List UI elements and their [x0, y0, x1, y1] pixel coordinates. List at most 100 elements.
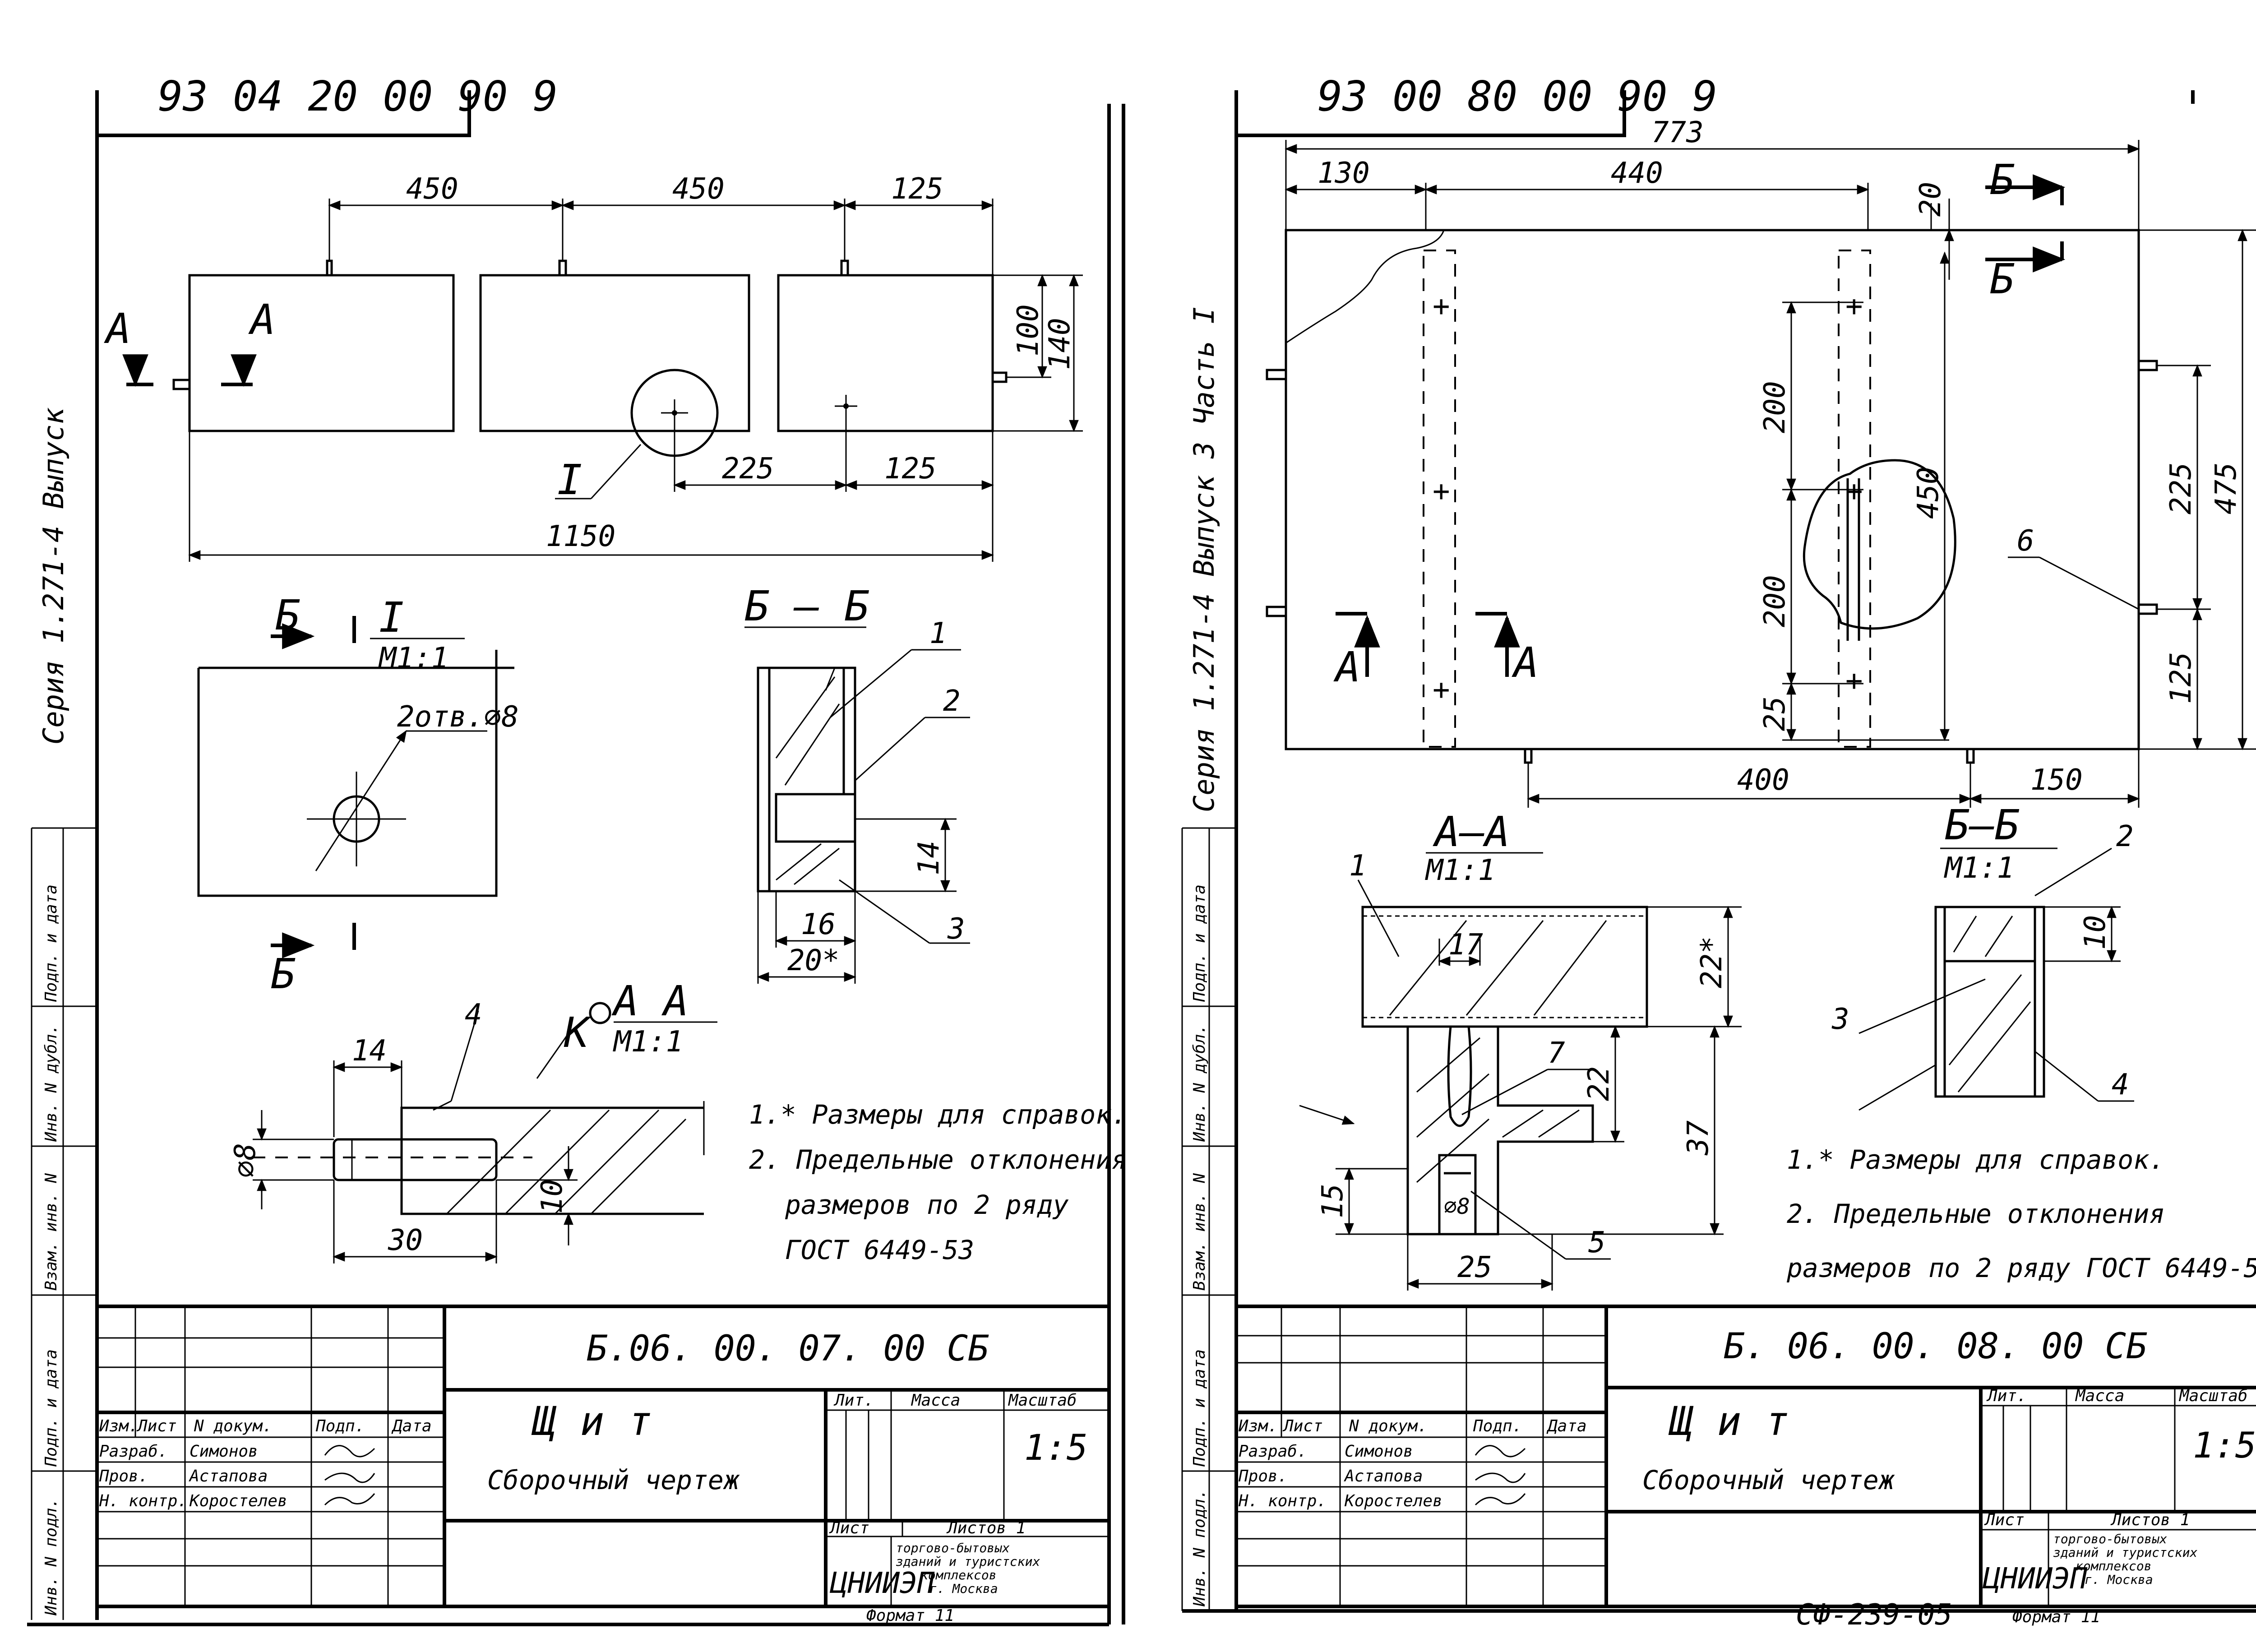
r-aa-dim-22star: 22* — [1695, 936, 1729, 988]
bb-callout-2: 2 — [943, 685, 961, 718]
tb-l-org-4: г. Москва — [929, 1581, 998, 1596]
dim-773: 773 — [1651, 116, 1704, 149]
tb-r-name-3: Коростелев — [1344, 1492, 1442, 1510]
r-aa-dim-d8: ⌀8 — [1444, 1194, 1470, 1219]
tb-r-head-list: Лист — [1282, 1417, 1323, 1435]
cut-a-left: А — [1333, 643, 1360, 691]
stamp-label-r2: Инв. N дубл. — [1190, 1024, 1209, 1142]
dim-100: 100 — [1012, 304, 1045, 356]
r-aa-callout-7: 7 — [1548, 1037, 1565, 1070]
tb-r-head-sign: Подп. — [1473, 1417, 1522, 1435]
right-section-bb: Б—Б М1:1 2 3 4 10 — [1831, 801, 2134, 1111]
dim-125-r: 125 — [2164, 652, 2198, 704]
dim-440: 440 — [1611, 157, 1663, 190]
tb-r-org-2: зданий и туристских — [2053, 1545, 2197, 1560]
dim-450: 450 — [1912, 467, 1945, 519]
tb-l-role-2: Пров. — [99, 1467, 148, 1485]
left-title-block: Изм. Лист N докум. Подп. Дата Разраб. Си… — [95, 1305, 1111, 1625]
plus-mark-6: + — [1845, 664, 1863, 698]
right-note-1: 1.* Размеры для справок. — [1787, 1144, 2165, 1175]
tb-r-code2: СФ-239-05 — [1796, 1598, 1952, 1632]
stamp-label-4: Подп. и дата — [42, 1349, 60, 1467]
right-note-2: 2. Предельные отклонения — [1787, 1199, 2165, 1229]
stamp-label-3: Взам. инв. N — [42, 1173, 60, 1291]
left-notes: 1.* Размеры для справок. 2. Предельные о… — [749, 1099, 1127, 1265]
tb-l-mass: Масса — [911, 1391, 960, 1410]
r-bb-dim-10: 10 — [2079, 915, 2112, 950]
tb-r-head-doc: N докум. — [1349, 1417, 1427, 1435]
tb-r-format: Формат 11 — [2012, 1608, 2100, 1626]
bb-callout-3: 3 — [947, 912, 965, 946]
r-aa-dim-17: 17 — [1448, 928, 1483, 962]
r-aa-dim-25: 25 — [1457, 1251, 1492, 1284]
tb-l-sheets: Листов 1 — [946, 1519, 1026, 1537]
dim-25: 25 — [1758, 696, 1792, 731]
tb-l-head-izm: Изм. — [99, 1417, 139, 1435]
tb-l-sheet: Лист — [829, 1519, 869, 1537]
tb-l-head-doc: N докум. — [194, 1417, 272, 1435]
tb-l-role-1: Разраб. — [99, 1442, 168, 1461]
tb-l-head-date: Дата — [391, 1417, 432, 1435]
tb-r-org-logo: ЦНИИЭП — [1982, 1562, 2088, 1596]
tb-l-org-2: зданий и туристских — [896, 1554, 1040, 1569]
r-bb-callout-2: 2 — [2116, 820, 2134, 853]
tb-r-scale: 1:5 — [2193, 1425, 2256, 1466]
stamp-label-r1: Подп. и дата — [1190, 884, 1209, 1002]
r-aa-title: А—А — [1433, 808, 1510, 856]
r-aa-dim-22: 22 — [1582, 1066, 1616, 1101]
tb-r-head-date: Дата — [1546, 1417, 1587, 1435]
tb-r-name-1: Симонов — [1345, 1442, 1413, 1461]
callout-i: I — [557, 456, 582, 504]
callout-6: 6 — [2017, 524, 2034, 558]
detail-ref: I — [379, 593, 404, 642]
dim-20: 20 — [1914, 182, 1947, 217]
dim-200-a: 200 — [1758, 381, 1792, 433]
series-label-left: Серия 1.271-4 Выпуск — [37, 407, 70, 745]
left-section-aa: А А М1:1 4 K 14 ⌀8 10 30 — [229, 977, 717, 1263]
tb-r-lit: Лит. — [1986, 1387, 2027, 1405]
left-plan-view: 450 450 125 100 140 225 125 1150 А А I — [104, 172, 1083, 562]
tb-l-org-1: торгово-бытовых — [896, 1541, 1010, 1555]
r-aa-scale: М1:1 — [1425, 854, 1495, 887]
aa-weld-mark: K — [564, 1009, 592, 1057]
left-note-3: размеров по 2 ряду — [785, 1189, 1069, 1220]
aa-dim-14: 14 — [352, 1034, 387, 1068]
dim-225-r: 225 — [2164, 462, 2198, 514]
tb-l-signatures — [324, 1445, 375, 1506]
tb-l-head-list: Лист — [136, 1417, 177, 1435]
stamp-label-5: Инв. N подл. — [42, 1498, 60, 1616]
section-bb-title: Б — Б — [744, 582, 869, 630]
cut-b-bottom: Б — [1990, 255, 2015, 303]
r-bb-callout-3: 3 — [1831, 1003, 1849, 1036]
right-top-code: 93 00 80 00 90 9 — [1318, 72, 1717, 120]
tb-r-org-3: комплексов — [2076, 1559, 2152, 1573]
tb-l-subtitle: Сборочный чертеж — [487, 1465, 740, 1495]
aa-callout-4: 4 — [465, 998, 482, 1032]
dim-1150: 1150 — [546, 520, 615, 553]
stamp-label-1: Подп. и дата — [42, 884, 60, 1002]
tb-l-name-3: Коростелев — [189, 1492, 287, 1510]
tb-l-title: Щ и т — [531, 1398, 652, 1444]
dim-475: 475 — [2210, 462, 2243, 514]
aa-dim-d8: ⌀8 — [229, 1143, 262, 1178]
r-bb-callout-4: 4 — [2112, 1068, 2129, 1101]
tb-l-format: Формат 11 — [866, 1606, 954, 1625]
aa-dim-30: 30 — [388, 1224, 423, 1257]
tb-l-name-1: Симонов — [190, 1442, 258, 1461]
tb-r-mass: Масса — [2075, 1387, 2124, 1405]
tb-r-signatures — [1475, 1445, 1526, 1506]
tb-r-name-2: Астапова — [1344, 1467, 1423, 1485]
tb-l-code: Б.06. 00. 07. 00 СБ — [587, 1328, 989, 1369]
dim-125-top: 125 — [891, 172, 943, 206]
tb-l-role-3: Н. контр. — [99, 1492, 187, 1510]
tb-l-lit: Лит. — [833, 1391, 874, 1410]
dim-450-b: 450 — [672, 172, 725, 206]
dim-200-b: 200 — [1758, 575, 1792, 627]
cut-b-top: Б — [1990, 156, 2015, 204]
cut-label-a-right: А — [248, 296, 275, 344]
cut-label-a-left: А — [104, 305, 131, 353]
aa-dim-10: 10 — [536, 1179, 569, 1214]
dim-150: 150 — [2030, 764, 2083, 797]
bb-dim-14: 14 — [912, 841, 946, 875]
left-note-1: 1.* Размеры для справок. — [749, 1099, 1127, 1130]
